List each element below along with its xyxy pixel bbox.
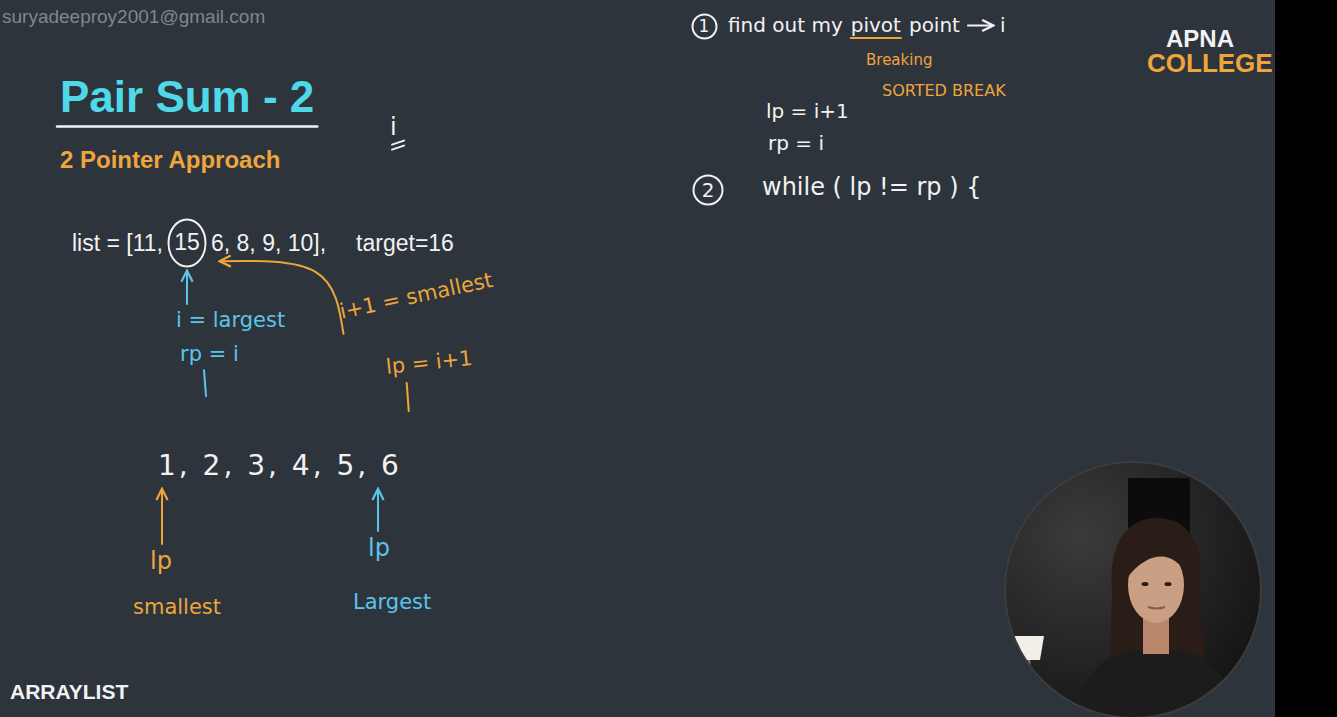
watermark: suryadeeproy2001@gmail.com [2, 6, 265, 28]
step-number: 1 [691, 13, 718, 40]
target-text: target=16 [356, 230, 454, 256]
hand-note: Breaking [866, 52, 932, 69]
list-text: list = [11, [72, 230, 163, 256]
webcam-view [1000, 455, 1270, 717]
pointer-name: lp [368, 535, 390, 563]
hand-note: SORTED BREAK [882, 82, 1006, 100]
title-underline [57, 125, 317, 128]
step-text: find out my [728, 14, 843, 37]
node-text: 1 [693, 13, 716, 40]
eye [1142, 582, 1149, 586]
eye [1165, 582, 1172, 586]
sorted-example: 1, 2, 3, 4, 5, 6 [158, 450, 402, 482]
step-text: point [909, 14, 960, 37]
neck [1143, 618, 1169, 654]
code-note: while ( lp != rp ) { [762, 174, 981, 202]
room-wall [1000, 455, 1270, 717]
lamp-leg [1029, 700, 1042, 717]
code-note: rp = i [768, 132, 824, 155]
hair [1110, 518, 1205, 668]
shirt [1075, 650, 1236, 717]
hand-note: i = largest [176, 308, 285, 332]
pointer-arrow [377, 490, 379, 531]
hair-fringe [1127, 531, 1187, 578]
code-note: lp = i+1 [766, 100, 849, 123]
hand-note: rp = i [180, 342, 239, 366]
pointer-name: lp [150, 548, 172, 576]
node-text: 2 [695, 174, 722, 206]
side-strip [1275, 0, 1337, 717]
circled-value: 15 [167, 218, 207, 268]
text-row: list = [11,156, 8, 9, 10], target=16 [72, 218, 454, 268]
lamp-leg [1016, 700, 1029, 717]
title: Pair Sum - 2 [60, 72, 314, 123]
index-mark [392, 146, 404, 150]
text-row: find out my pivot point i [728, 14, 1006, 37]
subtitle: 2 Pointer Approach [60, 146, 280, 174]
result-arrow [968, 25, 992, 27]
pointer-arrow [186, 272, 188, 304]
mouth [1148, 607, 1165, 609]
hand-note: Largest [353, 590, 431, 614]
list-text: 6, 8, 9, 10], [211, 230, 326, 256]
index-note: i [390, 114, 397, 142]
word-underline [851, 37, 901, 39]
pointer-arrow [161, 490, 163, 544]
logo-text: COLLEGE [1147, 49, 1273, 79]
leader-line [407, 383, 409, 411]
webcam-rim [1005, 462, 1261, 717]
hand-note: smallest [133, 595, 221, 619]
node-text: 15 [167, 218, 207, 267]
step-text: i [1000, 14, 1006, 37]
step-number: 2 [692, 174, 724, 206]
leader-line [204, 370, 206, 396]
section-name: ARRAYLIST [10, 680, 128, 704]
index-mark [392, 141, 404, 145]
step-text: pivot [851, 14, 901, 37]
